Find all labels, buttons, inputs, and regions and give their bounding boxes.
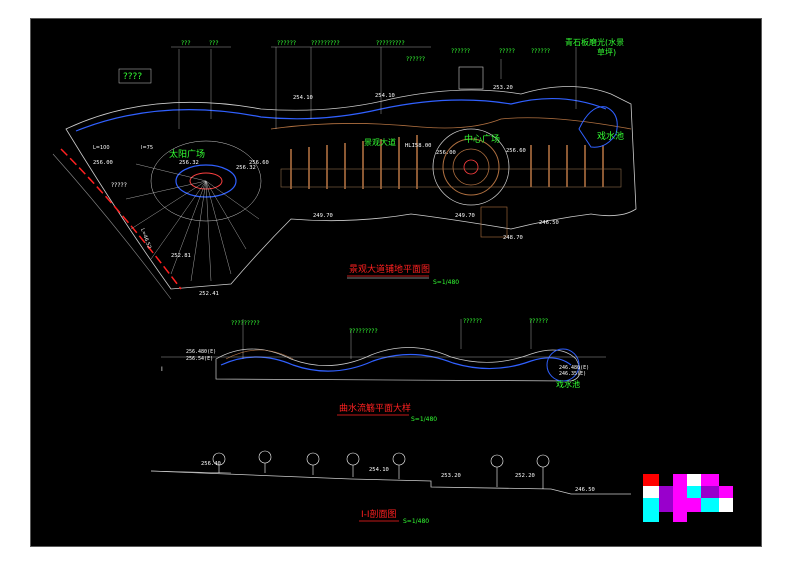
section-elev-5: 246.50 xyxy=(575,487,595,493)
detail-callout-4: ?????? xyxy=(529,318,548,325)
detail-elev-2: 256.54(E) xyxy=(186,356,213,362)
callout-9: ?????? xyxy=(531,48,550,55)
sun-plaza-label: 太阳广场 xyxy=(169,148,205,160)
top-note-line-1: 青石板磨光(水景 xyxy=(565,37,624,47)
section-elev-3: 253.20 xyxy=(441,473,461,479)
meander-outline xyxy=(215,347,581,382)
callout-4: ????????? xyxy=(311,40,340,47)
callout-3: ?????? xyxy=(277,40,296,47)
section-profile xyxy=(150,450,631,495)
meander-path xyxy=(220,353,572,372)
callout-5: ????????? xyxy=(376,40,405,47)
elev-e9: 249.70 xyxy=(313,213,333,219)
site-plan xyxy=(52,46,637,300)
detail-callout-2: ????????? xyxy=(349,328,378,335)
grey-street-edge xyxy=(52,153,172,300)
top-note-line-2: 草坪) xyxy=(597,47,616,57)
elev-e16: 256.32 xyxy=(236,165,256,171)
callout-8: ????? xyxy=(499,48,515,55)
ground-line xyxy=(150,470,631,495)
avenue-label: 景观大道 xyxy=(364,137,396,147)
section-elev-2: 254.10 xyxy=(369,467,389,473)
elev-e15: 256.60 xyxy=(506,148,526,154)
callout-1: ??? xyxy=(181,40,191,47)
elev-e11: 248.70 xyxy=(503,235,523,241)
elev-e14: 252.41 xyxy=(199,291,219,297)
detail-scale: S=1/480 xyxy=(411,416,437,423)
plan-scale: S=1/480 xyxy=(433,279,459,286)
section-scale: S=1/480 xyxy=(403,518,429,525)
central-plaza-label: 中心广场 xyxy=(464,133,500,145)
plan-title: 景观大道铺地平面图 xyxy=(349,263,430,275)
detail-callout-1: ????????? xyxy=(231,320,260,327)
detail-elev-4: 246.35(E) xyxy=(559,371,586,377)
callout-6: ?????? xyxy=(406,56,425,63)
elev-e2: 256.32 xyxy=(179,160,199,166)
avenue-paving xyxy=(290,135,604,189)
detail-pond xyxy=(546,348,580,382)
section-elev-4: 252.20 xyxy=(515,473,535,479)
callout-7: ?????? xyxy=(451,48,470,55)
side-label: ????? xyxy=(111,182,127,189)
blue-walkway xyxy=(75,97,607,132)
cad-drawing-canvas: ???? ??? ??? ?????? ????????? ????????? … xyxy=(52,37,733,525)
elev-e10: 249.70 xyxy=(455,213,475,219)
elev-e4: 254.10 xyxy=(293,95,313,101)
box-note-frame xyxy=(118,68,152,84)
detail-callout-3: ?????? xyxy=(463,318,482,325)
central-plaza xyxy=(432,66,510,238)
section-elev-1: 256.40 xyxy=(201,461,221,467)
color-legend xyxy=(643,474,733,522)
section-title: I-I剖面图 xyxy=(361,508,397,520)
elev-e3: 256.60 xyxy=(249,160,269,166)
avenue-band xyxy=(280,168,622,188)
section-trees xyxy=(212,450,550,489)
detail-elev-3: 246.480(E) xyxy=(559,365,589,371)
elev-e1: 256.00 xyxy=(93,160,113,166)
elev-e7: HLI58.00 xyxy=(405,143,432,149)
elev-e13: 252.81 xyxy=(171,253,191,259)
play-pond xyxy=(578,106,618,148)
sun-plaza xyxy=(125,140,262,282)
callout-2: ??? xyxy=(209,40,219,47)
box-note: ???? xyxy=(123,72,142,82)
detail-plan xyxy=(161,319,606,382)
cad-drawing-sheet: ???? ??? ??? ?????? ????????? ????????? … xyxy=(30,18,762,547)
elev-e12: 246.50 xyxy=(539,220,559,226)
pond-label: 戏水池 xyxy=(597,130,624,142)
detail-title: 曲水流觞平面大样 xyxy=(339,402,411,414)
site-boundary xyxy=(65,86,637,290)
elev-e5: 254.10 xyxy=(375,93,395,99)
detail-elev-1: 256.480(E) xyxy=(186,349,216,355)
elev-e8: 256.00 xyxy=(436,150,456,156)
red-boundary-line xyxy=(60,148,182,290)
dim-mid: I=75 xyxy=(141,145,153,151)
detail-pond-label: 戏水池 xyxy=(556,379,580,389)
dim-left: L=100 xyxy=(93,145,110,151)
section-mark: I xyxy=(161,366,163,373)
elev-e6: 253.20 xyxy=(493,85,513,91)
